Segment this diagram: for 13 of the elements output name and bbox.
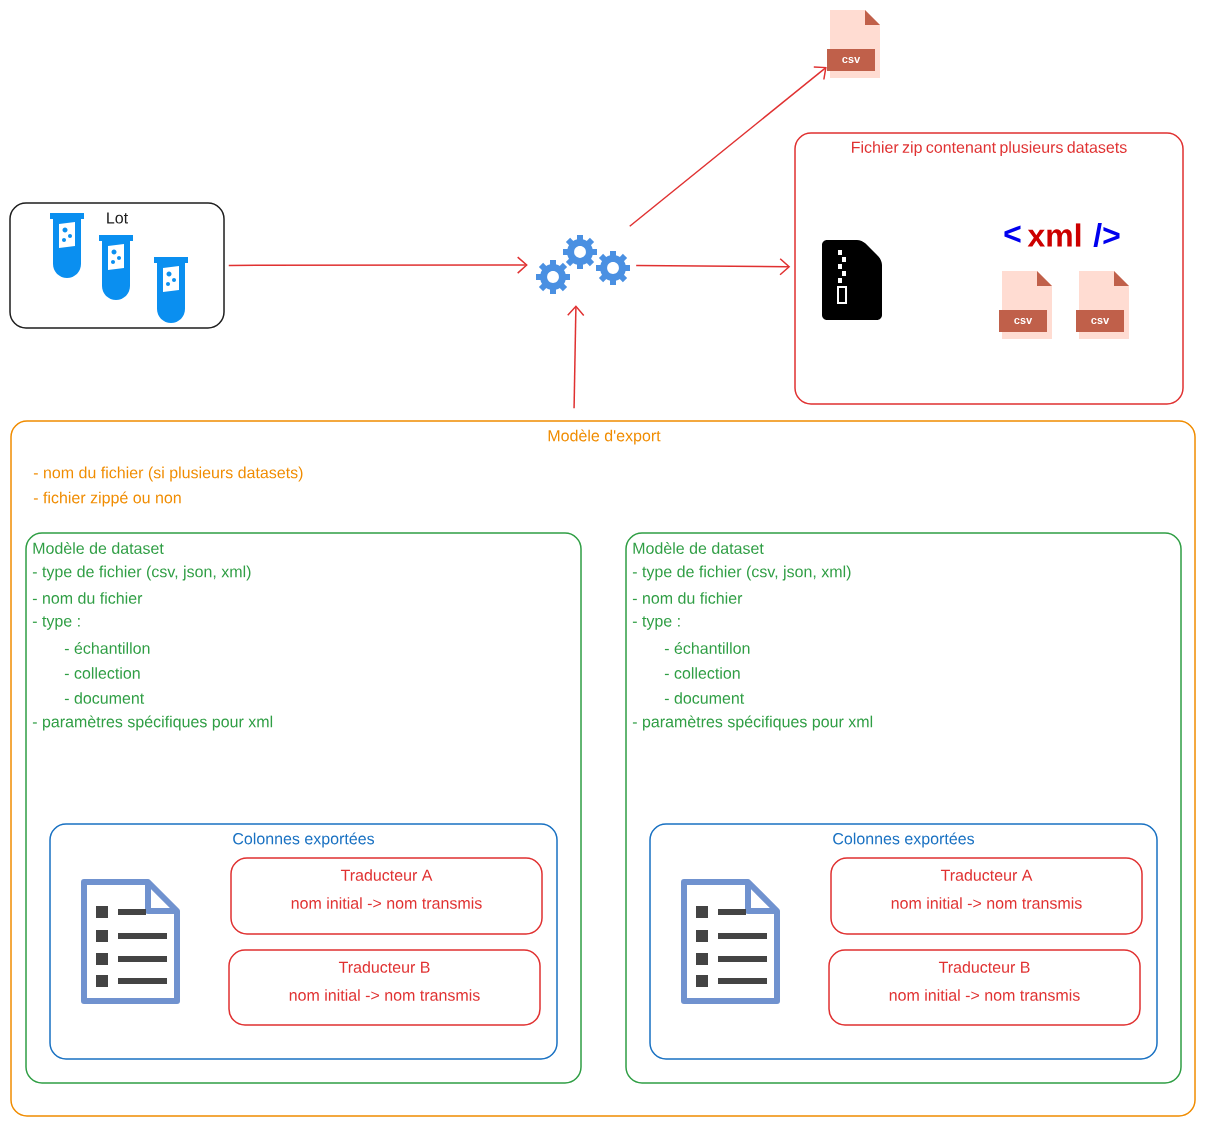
translator-box: Traducteur A nom initial -> nom transmis xyxy=(230,857,543,935)
gears-icon xyxy=(536,235,630,294)
arrow xyxy=(228,256,528,274)
arrow xyxy=(629,66,827,228)
translator-box: Traducteur B nom initial -> nom transmis xyxy=(828,949,1141,1026)
translator-box: Traducteur A nom initial -> nom transmis xyxy=(830,857,1143,935)
batch-box: Lot xyxy=(9,202,225,329)
translator-box: Traducteur B nom initial -> nom transmis xyxy=(228,949,541,1026)
arrow xyxy=(567,305,585,409)
tag-bracket: /> xyxy=(1093,223,1120,247)
tag-word: xml xyxy=(1027,223,1081,247)
arrow xyxy=(635,257,791,276)
tag-bracket: < xyxy=(1004,225,1021,243)
